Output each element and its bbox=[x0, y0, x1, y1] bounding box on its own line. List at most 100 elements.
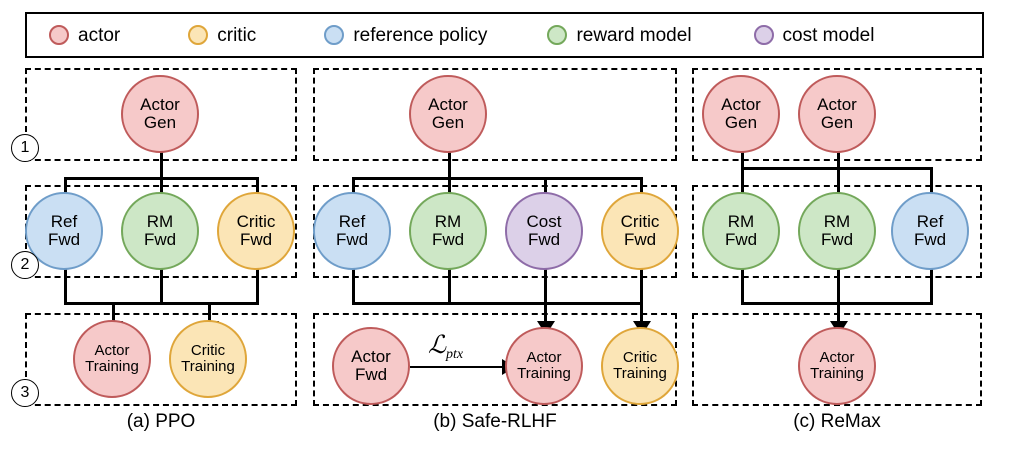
legend-label-cost-model: cost model bbox=[782, 24, 875, 46]
node-line-2: Fwd bbox=[354, 365, 388, 384]
node-line-1: Ref bbox=[50, 212, 78, 232]
legend: actor critic reference policy reward mod… bbox=[25, 12, 984, 58]
reward-model-swatch-icon bbox=[547, 25, 568, 45]
node-line-1: Critic bbox=[236, 212, 276, 232]
node-line-2: Fwd bbox=[724, 230, 758, 249]
node-line-1: RM bbox=[434, 212, 462, 232]
safe-rlhf-node-cost-fwd[interactable]: Cost Fwd bbox=[505, 192, 583, 270]
safe-rlhf-edge-ref-down bbox=[352, 268, 355, 305]
node-line-2: Fwd bbox=[431, 230, 465, 249]
ppo-edge-ref-down bbox=[64, 268, 67, 305]
node-line-1: Actor bbox=[819, 349, 855, 367]
remax-node-actor-gen-2[interactable]: Actor Gen bbox=[798, 75, 876, 153]
safe-rlhf-node-actor-fwd[interactable]: Actor Fwd bbox=[332, 327, 410, 405]
remax-edge-to-ref bbox=[930, 167, 933, 199]
node-line-1: Actor bbox=[817, 95, 857, 115]
safe-rlhf-node-ref-fwd[interactable]: Ref Fwd bbox=[313, 192, 391, 270]
loss-subscript: ptx bbox=[446, 347, 464, 363]
safe-rlhf-edge-cost-down bbox=[544, 268, 547, 305]
safe-rlhf-edge-to-actor-training bbox=[544, 302, 547, 324]
ppo-node-critic-fwd[interactable]: Critic Fwd bbox=[217, 192, 295, 270]
ppo-bus-2 bbox=[64, 302, 259, 305]
node-line-1: Ref bbox=[916, 212, 944, 232]
remax-node-rm-fwd-1[interactable]: RM Fwd bbox=[702, 192, 780, 270]
node-line-1: Ref bbox=[338, 212, 366, 232]
stage-number-3: 3 bbox=[11, 379, 39, 407]
ppo-edge-rm-down bbox=[160, 268, 163, 305]
node-line-1: Actor bbox=[351, 347, 391, 367]
node-line-2: Gen bbox=[820, 113, 854, 132]
node-line-2: Training bbox=[517, 365, 571, 382]
safe-rlhf-edge-critic-fwd-down bbox=[640, 268, 643, 324]
node-line-1: Cost bbox=[526, 212, 562, 232]
node-line-2: Fwd bbox=[335, 230, 369, 249]
node-line-2: Fwd bbox=[527, 230, 561, 249]
safe-rlhf-bus-1 bbox=[352, 177, 640, 180]
node-line-1: Critic bbox=[620, 212, 660, 232]
legend-item-reward-model: reward model bbox=[547, 14, 692, 56]
ppo-node-actor-training[interactable]: Actor Training bbox=[73, 320, 151, 398]
node-line-2: Gen bbox=[724, 113, 758, 132]
ppo-node-rm-fwd[interactable]: RM Fwd bbox=[121, 192, 199, 270]
legend-label-reward-model: reward model bbox=[576, 24, 692, 46]
legend-item-actor: actor bbox=[49, 14, 120, 56]
node-line-1: RM bbox=[727, 212, 755, 232]
safe-rlhf-node-actor-training[interactable]: Actor Training bbox=[505, 327, 583, 405]
node-line-2: Training bbox=[613, 365, 667, 382]
safe-rlhf-edge-to-rm bbox=[448, 177, 451, 199]
remax-node-ref-fwd[interactable]: Ref Fwd bbox=[891, 192, 969, 270]
remax-edge-ref-down bbox=[930, 268, 933, 305]
ppo-edge-gen-down bbox=[160, 150, 163, 180]
remax-node-rm-fwd-2[interactable]: RM Fwd bbox=[798, 192, 876, 270]
critic-swatch-icon bbox=[188, 25, 209, 45]
remax-edge-gen1-down bbox=[741, 150, 744, 199]
safe-rlhf-edge-ptx bbox=[410, 366, 504, 368]
node-line-2: Training bbox=[810, 365, 864, 382]
safe-rlhf-node-rm-fwd[interactable]: RM Fwd bbox=[409, 192, 487, 270]
node-line-1: Actor bbox=[526, 349, 562, 367]
ppo-node-critic-training[interactable]: Critic Training bbox=[169, 320, 247, 398]
safe-rlhf-node-critic-training[interactable]: Critic Training bbox=[601, 327, 679, 405]
legend-label-critic: critic bbox=[217, 24, 257, 46]
ppo-edge-critic-down bbox=[256, 268, 259, 305]
remax-edge-rm1-down bbox=[741, 268, 744, 305]
stage-number-1: 1 bbox=[11, 134, 39, 162]
loss-symbol: ℒ bbox=[428, 332, 447, 359]
panel-caption-ppo: (a) PPO bbox=[126, 411, 196, 432]
node-line-2: Fwd bbox=[239, 230, 273, 249]
ppo-node-actor-gen[interactable]: Actor Gen bbox=[121, 75, 199, 153]
ppo-edge-to-ref bbox=[64, 177, 67, 199]
remax-bus-2 bbox=[741, 302, 933, 305]
ppo-node-ref-fwd[interactable]: Ref Fwd bbox=[25, 192, 103, 270]
actor-swatch-icon bbox=[49, 25, 69, 45]
legend-item-cost-model: cost model bbox=[753, 14, 875, 56]
remax-node-actor-training[interactable]: Actor Training bbox=[798, 327, 876, 405]
node-line-2: Fwd bbox=[623, 230, 657, 249]
reference-policy-swatch-icon bbox=[324, 25, 345, 45]
panel-caption-remax: (c) ReMax bbox=[793, 411, 881, 432]
safe-rlhf-edge-to-ref bbox=[352, 177, 355, 199]
node-line-2: Fwd bbox=[143, 230, 177, 249]
panel-ppo: Actor Gen Ref Fwd RM Fwd Critic Fwd Acto… bbox=[0, 0, 310, 457]
node-line-1: Critic bbox=[190, 342, 226, 360]
panel-caption-safe-rlhf: (b) Safe-RLHF bbox=[433, 411, 557, 432]
ppo-edge-to-actor-training bbox=[112, 302, 115, 324]
legend-label-reference-policy: reference policy bbox=[353, 24, 488, 46]
node-line-1: RM bbox=[823, 212, 851, 232]
stage-number-2: 2 bbox=[11, 251, 39, 279]
ppo-stage3-box bbox=[25, 313, 297, 406]
remax-bus-1 bbox=[741, 167, 933, 170]
node-line-2: Training bbox=[85, 358, 139, 375]
safe-rlhf-loss-label: ℒptx bbox=[428, 330, 463, 363]
remax-node-actor-gen-1[interactable]: Actor Gen bbox=[702, 75, 780, 153]
safe-rlhf-edge-gen-down bbox=[448, 150, 451, 180]
legend-label-actor: actor bbox=[78, 24, 121, 46]
safe-rlhf-bus-2 bbox=[352, 302, 640, 305]
safe-rlhf-stage1-box bbox=[313, 68, 677, 161]
safe-rlhf-node-actor-gen[interactable]: Actor Gen bbox=[409, 75, 487, 153]
safe-rlhf-node-critic-fwd[interactable]: Critic Fwd bbox=[601, 192, 679, 270]
node-line-2: Fwd bbox=[820, 230, 854, 249]
ppo-edge-to-critic bbox=[256, 177, 259, 199]
